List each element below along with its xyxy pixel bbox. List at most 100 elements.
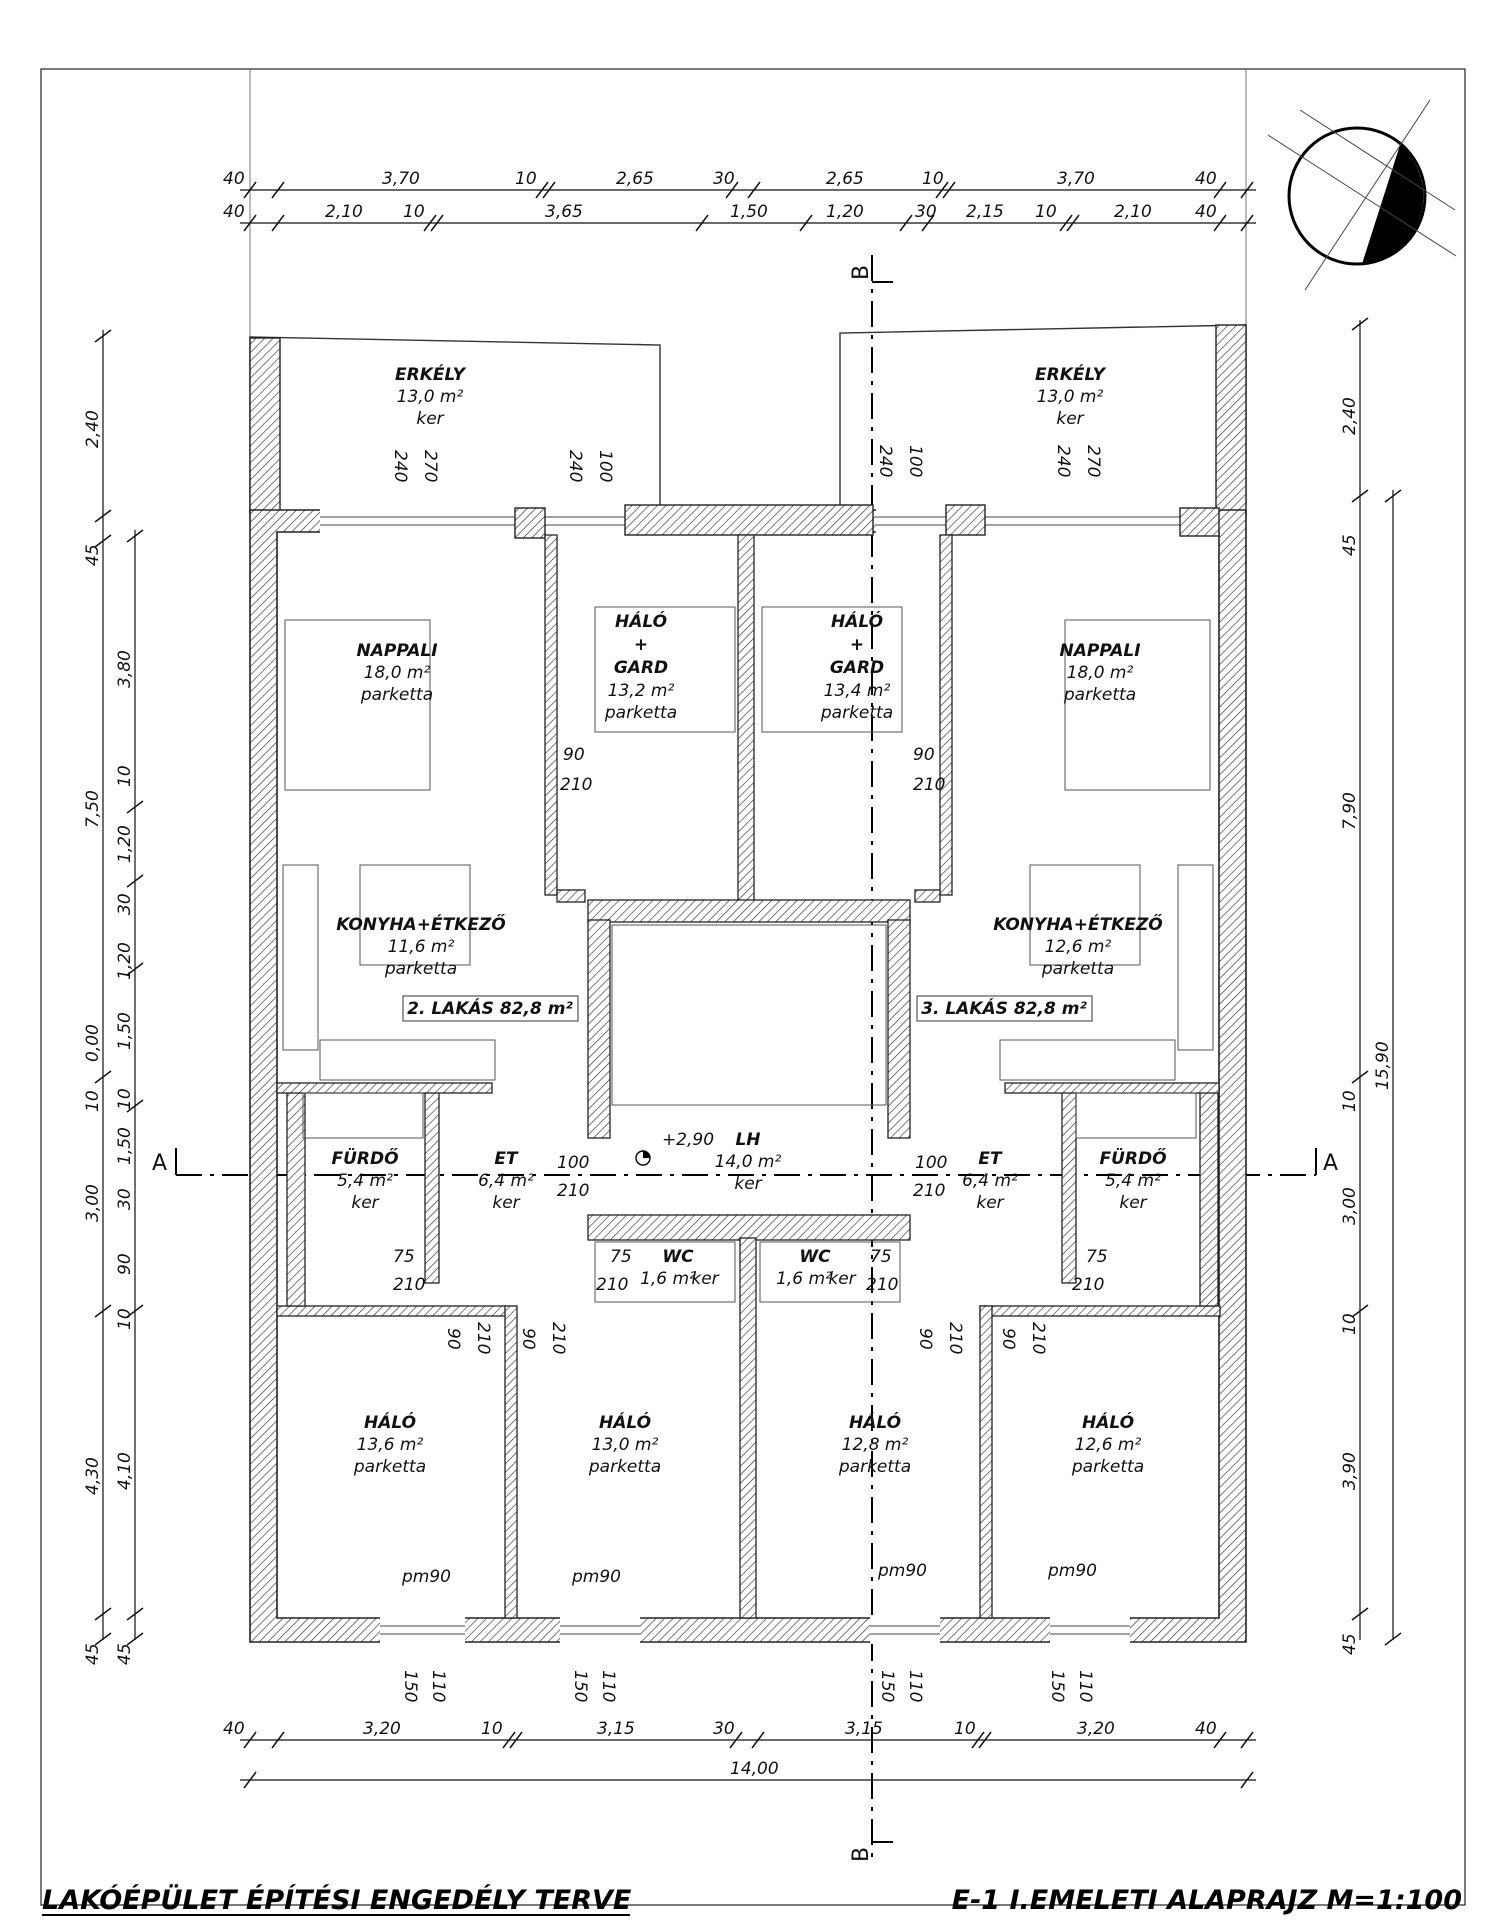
room-halo-gard-left-floor: parketta <box>604 703 677 723</box>
dim-left-outer-5: 45 <box>83 1643 103 1665</box>
door-label-100-c: 100 <box>595 450 615 482</box>
room-konyha-right-name: KONYHA+ÉTKEZŐ <box>993 913 1162 935</box>
room-halo1-name: HÁLÓ <box>364 1411 416 1433</box>
room-halo-gard-right-floor: parketta <box>820 703 893 723</box>
door-label-100-d: 100 <box>905 445 925 477</box>
door-label-75-b: 75 <box>1086 1247 1108 1267</box>
section-label-a-left: A <box>152 1151 167 1176</box>
dim-top1-7: 3,70 <box>1057 169 1095 189</box>
door-label-pm90-b: pm90 <box>571 1567 621 1587</box>
dimension-ticks <box>94 181 1402 1789</box>
dim-left-inner-1: 10 <box>115 765 135 787</box>
door-label-110-b: 110 <box>598 1670 618 1702</box>
top-openings <box>320 508 1180 536</box>
room-et-left-area: 6,4 m² <box>478 1171 534 1191</box>
dim-top2-3: 3,65 <box>545 202 583 222</box>
door-label-150-d: 150 <box>1047 1670 1067 1702</box>
room-halo4-floor: parketta <box>1071 1457 1144 1477</box>
room-halo-gard-left-name2: + <box>634 635 648 655</box>
interior-walls <box>276 534 1221 1619</box>
dim-bottom-3: 3,15 <box>597 1719 635 1739</box>
dim-top2-1: 2,10 <box>325 202 363 222</box>
dim-right-7: 3,90 <box>1340 1452 1360 1490</box>
dim-left-inner-0: 3,80 <box>115 650 135 688</box>
room-halo2-floor: parketta <box>588 1457 661 1477</box>
door-label-270-a: 270 <box>420 450 440 482</box>
unit-label-right-box <box>916 995 1093 1022</box>
top-dims-row1: 40 3,70 10 2,65 30 2,65 10 3,70 40 <box>223 169 1217 189</box>
top-pillars <box>514 504 1220 539</box>
dim-top2-8: 10 <box>1035 202 1057 222</box>
right-dims: 2,40 45 7,90 15,90 10 3,00 10 3,90 45 <box>1340 397 1393 1655</box>
room-furdo-right-floor: ker <box>1119 1193 1147 1213</box>
door-label-150-b: 150 <box>570 1670 590 1702</box>
room-wc-left-area: 1,6 m² <box>640 1269 696 1289</box>
top-window-lines <box>320 516 1180 526</box>
door-label-110-d: 110 <box>1075 1670 1095 1702</box>
dim-top2-0: 40 <box>223 202 245 222</box>
room-halo3-floor: parketta <box>838 1457 911 1477</box>
door-label-90-b: 90 <box>913 745 935 765</box>
room-konyha-right-area: 12,6 m² <box>1045 937 1112 957</box>
balcony-right-outline <box>839 324 1247 505</box>
room-nappali-left-floor: parketta <box>360 685 433 705</box>
dim-left-inner-6: 1,50 <box>115 1012 135 1050</box>
room-wc-left-name: WC <box>662 1247 694 1267</box>
dim-top2-2: 10 <box>403 202 425 222</box>
dim-top1-8: 40 <box>1195 169 1217 189</box>
dim-left-inner-12: 10 <box>115 1308 135 1330</box>
dim-left-inner-10: 30 <box>115 1188 135 1210</box>
door-label-210-h: 210 <box>866 1275 898 1295</box>
door-label-240-a: 240 <box>390 450 410 482</box>
dim-right-4: 10 <box>1340 1090 1360 1112</box>
room-konyha-left-floor: parketta <box>384 959 457 979</box>
dim-left-inner-11: 90 <box>115 1253 135 1275</box>
room-halo-gard-right-name2: + <box>850 635 864 655</box>
balcony-left-outline <box>249 336 661 515</box>
dimension-lines <box>102 189 1394 1781</box>
room-wc-right-name: WC <box>799 1247 831 1267</box>
room-erkely-left-floor: ker <box>416 409 444 429</box>
dim-top1-4: 30 <box>713 169 735 189</box>
level-marker-icon <box>635 1150 651 1166</box>
room-halo4-name: HÁLÓ <box>1082 1411 1134 1433</box>
title-left: LAKÓÉPÜLET ÉPÍTÉSI ENGEDÉLY TERVE <box>42 1883 632 1916</box>
room-erkely-right-floor: ker <box>1056 409 1084 429</box>
door-label-210-b: 210 <box>913 775 945 795</box>
door-label-210-c: 210 <box>557 1181 589 1201</box>
dim-top2-7: 2,15 <box>966 202 1004 222</box>
room-erkely-left-name: ERKÉLY <box>395 363 467 385</box>
room-et-right-name: ET <box>978 1149 1003 1169</box>
room-halo1-floor: parketta <box>353 1457 426 1477</box>
room-halo3-name: HÁLÓ <box>849 1411 901 1433</box>
dim-bottom-4: 30 <box>713 1719 735 1739</box>
room-lh-name: LH <box>735 1130 760 1150</box>
top-dims-row2: 40 2,10 10 3,65 1,50 1,20 30 2,15 10 2,1… <box>223 202 1217 222</box>
door-labels: 90 210 90 210 100 210 100 210 75 210 75 … <box>390 445 1108 1702</box>
door-label-210-i: 210 <box>473 1322 493 1354</box>
room-furdo-left-name: FÜRDŐ <box>331 1147 398 1169</box>
room-halo1-area: 13,6 m² <box>357 1435 424 1455</box>
door-label-90-a: 90 <box>563 745 585 765</box>
dim-right-3: 15,90 <box>1373 1041 1393 1090</box>
door-label-150-a: 150 <box>400 1670 420 1702</box>
door-label-210-e: 210 <box>393 1275 425 1295</box>
title-right: E-1 I.EMELETI ALAPRAJZ M=1:100 <box>952 1885 1462 1916</box>
room-erkely-right-area: 13,0 m² <box>1037 387 1104 407</box>
dim-bottom-7: 3,20 <box>1077 1719 1115 1739</box>
dim-left-inner-7: 10 <box>115 1088 135 1110</box>
unit-label-left-box <box>402 995 579 1022</box>
door-label-210-a: 210 <box>560 775 592 795</box>
dim-top2-4: 1,50 <box>730 202 768 222</box>
dim-top2-9: 2,10 <box>1114 202 1152 222</box>
room-wc-left-floor: ker <box>691 1269 719 1289</box>
door-label-100-a: 100 <box>557 1153 589 1173</box>
dim-bottom-total: 14,00 <box>730 1759 779 1779</box>
door-label-90-c: 90 <box>443 1328 463 1350</box>
section-label-a-right: A <box>1323 1151 1338 1176</box>
north-arrow-icon <box>1267 99 1457 291</box>
door-label-90-f: 90 <box>998 1328 1018 1350</box>
door-label-90-e: 90 <box>915 1328 935 1350</box>
door-label-240-c: 240 <box>875 445 895 477</box>
